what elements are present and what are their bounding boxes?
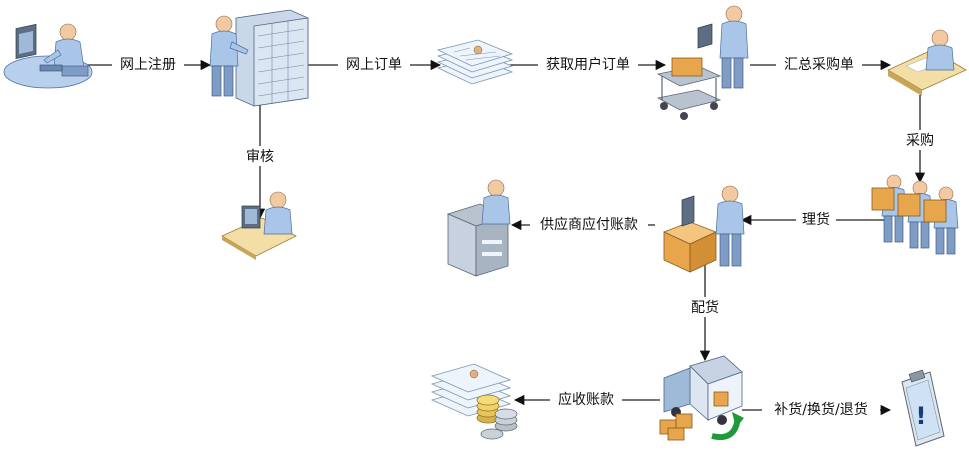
label-review: 审核 [246,149,274,165]
label-returns: 补货/换货/退货 [774,401,867,418]
person-at-server-rack-icon [209,9,309,107]
svg-text:!: ! [916,402,927,430]
person-at-desk-icon [221,191,297,260]
label-supplier-payable: 供应商应付账款 [540,216,638,233]
label-get-orders: 获取用户订单 [546,56,630,73]
label-receivable: 应收账款 [558,391,614,408]
label-distribution: 配货 [691,299,719,316]
person-at-copier-icon [446,179,511,277]
documents-with-coins-icon [430,363,518,440]
label-sorting: 理货 [802,211,830,228]
person-at-computer-icon [3,23,93,89]
label-online-order: 网上订单 [346,57,402,73]
workers-with-boxes-icon [871,174,959,255]
label-purchase: 采购 [906,133,934,149]
person-with-cart-icon [656,5,749,120]
alert-clipboard-icon: ! [901,369,945,447]
delivery-truck-icon [659,355,744,441]
person-writing-desk-icon [887,29,967,96]
edge-labels: 网上注册 网上订单 获取用户订单 汇总采购单 审核 采购 理货 供应商应付账款 … [112,54,940,419]
order-documents-icon [436,39,514,85]
person-packing-box-icon [662,185,745,273]
label-register: 网上注册 [120,57,176,73]
label-summarize: 汇总采购单 [784,57,854,73]
